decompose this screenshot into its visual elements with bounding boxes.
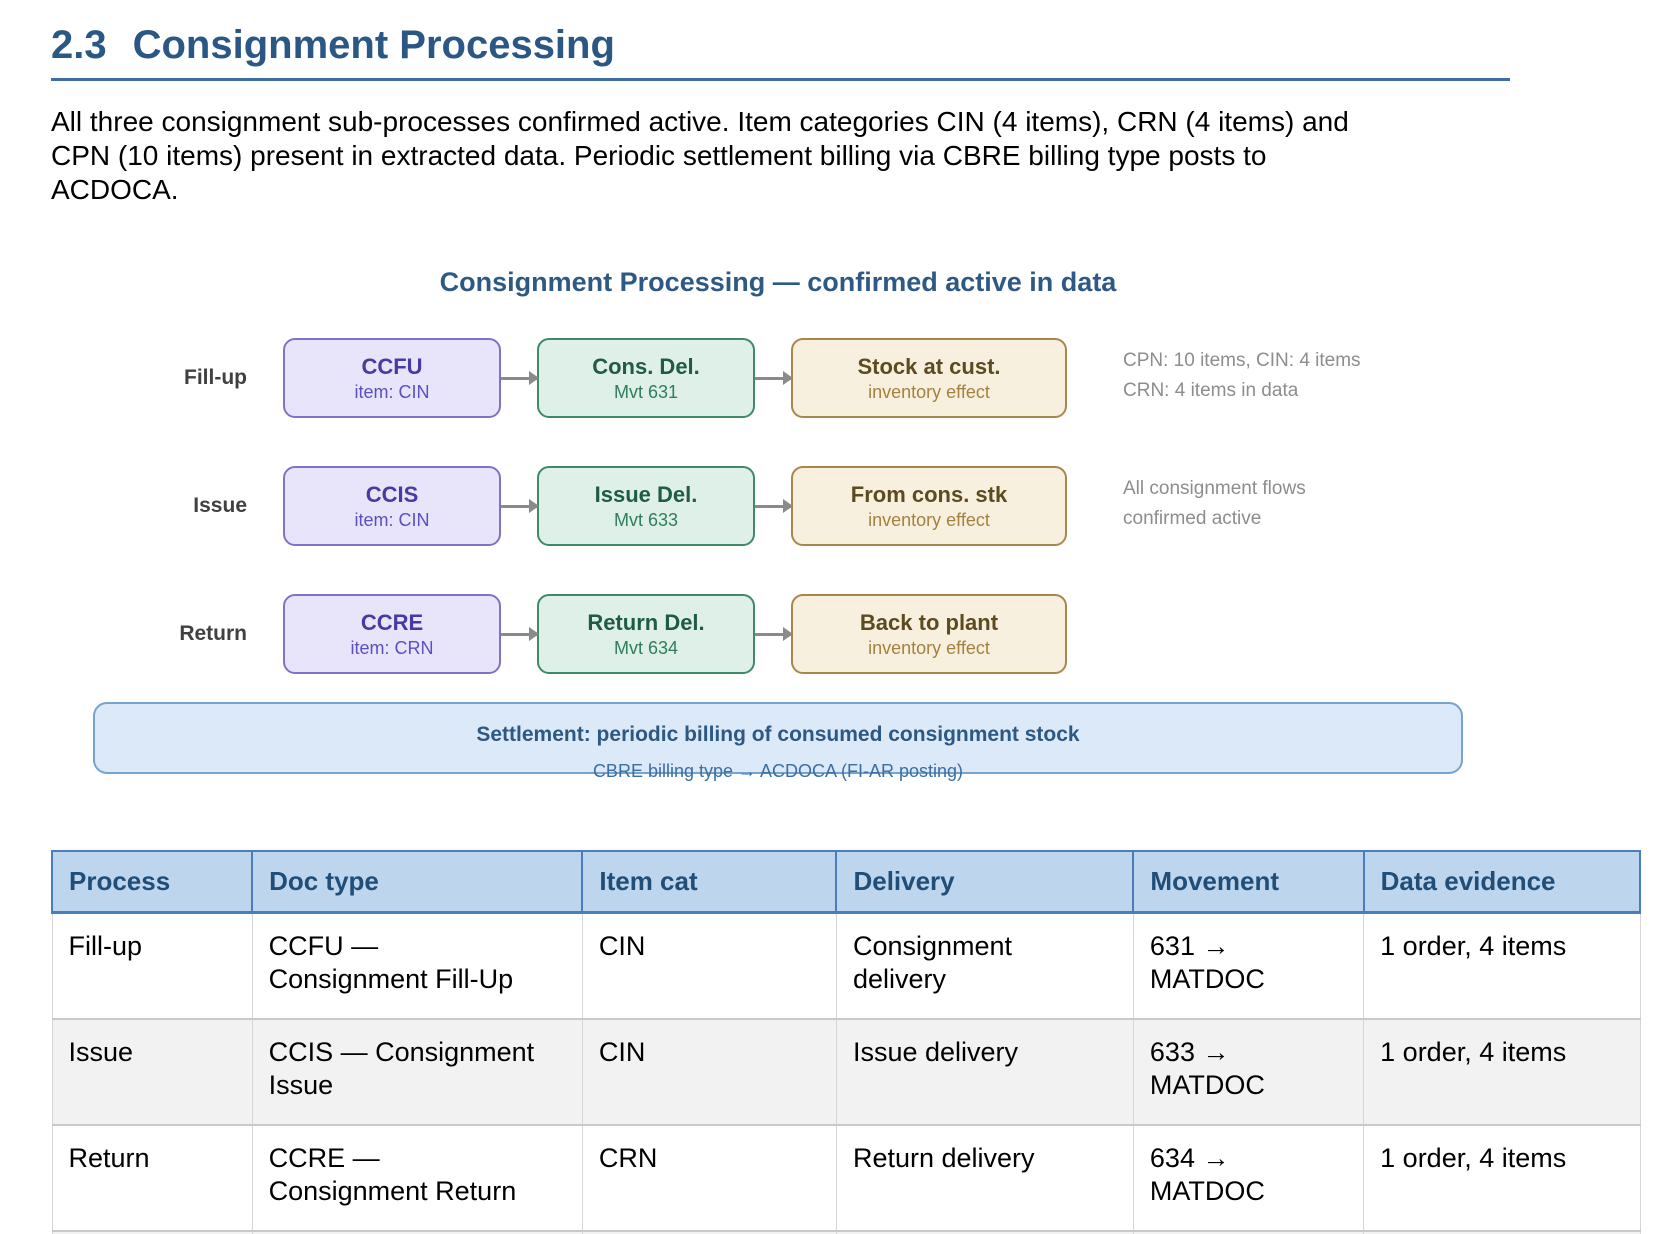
box-title: CCIS <box>365 481 419 507</box>
flow-row-label: Return <box>179 622 247 645</box>
box-subtitle: item: CIN <box>354 509 430 530</box>
section-title: Consignment Processing <box>132 23 615 67</box>
cell-process: Issue <box>51 1019 253 1125</box>
flow-annotation: CPN: 10 items, CIN: 4 items CRN: 4 items… <box>1123 338 1361 406</box>
annotation-line: CRN: 4 items in data <box>1123 380 1299 401</box>
box-subtitle: inventory effect <box>868 381 990 402</box>
box-title: Return Del. <box>587 609 705 635</box>
settlement-subtitle: CBRE billing type → ACDOCA (FI-AR postin… <box>592 761 964 781</box>
doc-type-box: CCFU item: CIN <box>283 338 501 418</box>
cell-process: Return <box>51 1125 253 1231</box>
table-row-partial <box>51 1231 1641 1234</box>
annotation-line: CPN: 10 items, CIN: 4 items <box>1123 350 1361 371</box>
cell-evidence: 1 order, 4 items <box>1363 1125 1641 1231</box>
box-title: Issue Del. <box>594 481 698 507</box>
cell-doc-type: CCIS — Consignment Issue <box>251 1019 583 1125</box>
delivery-box: Return Del. Mvt 634 <box>537 594 755 674</box>
box-title: CCFU <box>361 353 423 379</box>
box-subtitle: inventory effect <box>868 509 990 530</box>
cell-empty <box>1363 1231 1641 1234</box>
col-header-doc-type: Doc type <box>251 850 584 914</box>
cell-delivery: Return delivery <box>835 1125 1134 1231</box>
consignment-table: Process Doc type Item cat Delivery Movem… <box>50 850 1642 1234</box>
table-header-row: Process Doc type Item cat Delivery Movem… <box>50 850 1642 914</box>
cell-item-cat: CIN <box>581 912 837 1019</box>
box-subtitle: Mvt 634 <box>613 637 679 658</box>
settlement-bar: Settlement: periodic billing of consumed… <box>93 702 1463 781</box>
box-subtitle: item: CIN <box>354 381 430 402</box>
flow-arrow-icon <box>755 504 791 508</box>
inventory-effect-box: Back to plant inventory effect <box>791 594 1067 674</box>
cell-movement: 634 → MATDOC <box>1132 1125 1365 1231</box>
box-title: Cons. Del. <box>592 353 700 379</box>
cell-delivery: Issue delivery <box>835 1019 1134 1125</box>
annotation-line: All consignment flows <box>1123 478 1306 499</box>
flow-arrow-icon <box>755 376 791 380</box>
flow-row-label: Issue <box>193 494 247 517</box>
intro-paragraph: All three consignment sub-processes conf… <box>51 106 1349 205</box>
cell-delivery: Consignment delivery <box>835 912 1134 1019</box>
flow-rows: Fill-up CCFU item: CIN Cons. Del. Mvt 63… <box>93 338 1463 674</box>
cell-item-cat: CRN <box>581 1125 837 1231</box>
doc-type-box: CCIS item: CIN <box>283 466 501 546</box>
cell-empty <box>251 1231 583 1234</box>
doc-type-box: CCRE item: CRN <box>283 594 501 674</box>
cell-doc-type: CCRE — Consignment Return <box>251 1125 583 1231</box>
cell-movement: 631 → MATDOC <box>1132 912 1365 1019</box>
inventory-effect-box: Stock at cust. inventory effect <box>791 338 1067 418</box>
flow-annotation: All consignment flows confirmed active <box>1123 466 1306 534</box>
box-title: From cons. stk <box>850 481 1008 507</box>
cell-evidence: 1 order, 4 items <box>1363 912 1641 1019</box>
cell-doc-type: CCFU — Consignment Fill-Up <box>251 912 583 1019</box>
cell-empty <box>581 1231 837 1234</box>
col-header-movement: Movement <box>1132 850 1365 914</box>
col-header-delivery: Delivery <box>835 850 1135 914</box>
flow-row-return: Return CCRE item: CRN Return Del. Mvt 63… <box>93 594 1463 674</box>
delivery-box: Cons. Del. Mvt 631 <box>537 338 755 418</box>
settlement-title: Settlement: periodic billing of consumed… <box>476 723 1080 746</box>
annotation-line: confirmed active <box>1123 508 1262 529</box>
table-row-fillup: Fill-up CCFU — Consignment Fill-Up CIN C… <box>51 912 1641 1019</box>
cell-item-cat: CIN <box>581 1019 837 1125</box>
box-subtitle: Mvt 631 <box>613 381 679 402</box>
box-subtitle: inventory effect <box>868 637 990 658</box>
cell-evidence: 1 order, 4 items <box>1363 1019 1641 1125</box>
box-title: CCRE <box>360 609 424 635</box>
box-title: Back to plant <box>859 609 999 635</box>
flow-row-label: Fill-up <box>184 366 247 389</box>
section-heading: 2.3 Consignment Processing <box>51 22 1510 81</box>
col-header-data-evidence: Data evidence <box>1362 850 1642 914</box>
cell-process: Fill-up <box>51 912 253 1019</box>
section-number: 2.3 <box>51 23 107 67</box>
flow-arrow-icon <box>501 504 537 508</box>
table-row-return: Return CCRE — Consignment Return CRN Ret… <box>51 1125 1641 1231</box>
col-header-item-cat: Item cat <box>581 850 838 914</box>
flow-row-issue: Issue CCIS item: CIN Issue Del. Mvt 633 … <box>93 466 1463 546</box>
flow-row-fillup: Fill-up CCFU item: CIN Cons. Del. Mvt 63… <box>93 338 1463 418</box>
diagram-title: Consignment Processing — confirmed activ… <box>439 267 1117 297</box>
consignment-flow-diagram: Consignment Processing — confirmed activ… <box>93 267 1463 781</box>
box-subtitle: item: CRN <box>350 637 434 658</box>
inventory-effect-box: From cons. stk inventory effect <box>791 466 1067 546</box>
box-subtitle: Mvt 633 <box>613 509 679 530</box>
flow-arrow-icon <box>501 376 537 380</box>
flow-arrow-icon <box>755 632 791 636</box>
table-row-issue: Issue CCIS — Consignment Issue CIN Issue… <box>51 1019 1641 1125</box>
col-header-process: Process <box>50 850 254 914</box>
delivery-box: Issue Del. Mvt 633 <box>537 466 755 546</box>
box-title: Stock at cust. <box>857 353 1001 379</box>
flow-arrow-icon <box>501 632 537 636</box>
cell-movement: 633 → MATDOC <box>1132 1019 1365 1125</box>
